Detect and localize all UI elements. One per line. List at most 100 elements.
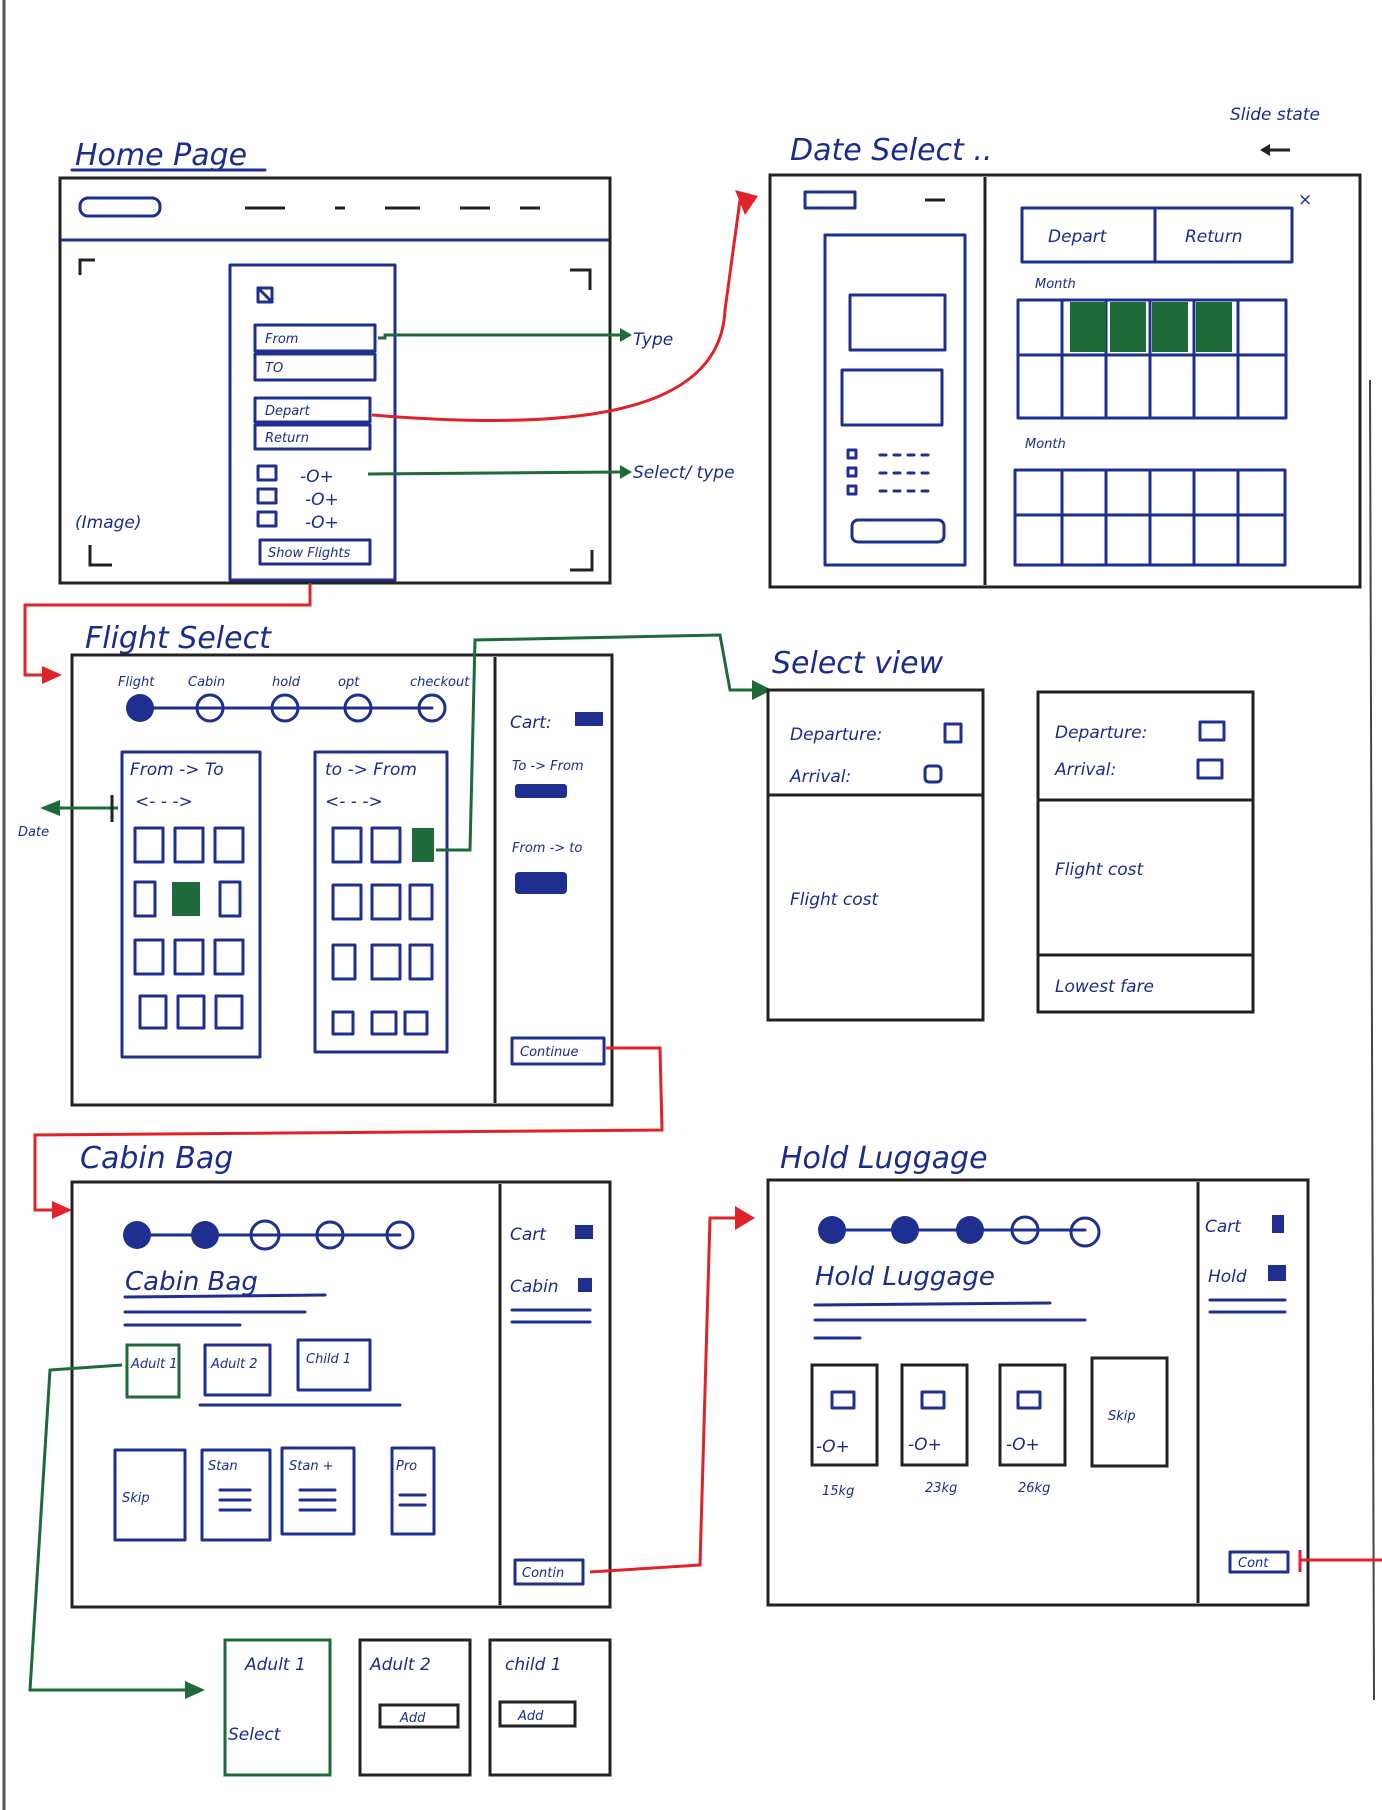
return-input-label: Return <box>265 431 309 446</box>
show-flights-button[interactable] <box>258 538 372 566</box>
child-counter[interactable]: -O+ <box>305 490 339 510</box>
tab-child-1[interactable] <box>296 1338 372 1392</box>
step-opt: opt <box>338 675 360 690</box>
hold-progress-steps <box>818 1215 1101 1248</box>
cabin-bag-options: Skip Stan Stan + Pro <box>113 1446 436 1542</box>
option-skip[interactable] <box>113 1448 187 1542</box>
step-checkout: checkout <box>410 675 470 690</box>
arrow-cabin-to-popups <box>28 1363 205 1699</box>
card2-arrival: Arrival: <box>1054 760 1116 780</box>
date-annotation: Date <box>18 795 118 840</box>
popup-child-1-add-button[interactable] <box>498 1700 577 1728</box>
logo-placeholder <box>78 196 162 218</box>
hold-23kg-counter[interactable]: -O+ <box>908 1435 942 1455</box>
to-input-label: TO <box>265 361 283 376</box>
from-input[interactable] <box>253 323 377 353</box>
close-icon[interactable]: × <box>1298 190 1312 210</box>
popup-adult-2-add-button[interactable] <box>378 1703 460 1729</box>
option-pro[interactable] <box>390 1446 436 1536</box>
depart-return-toggle[interactable] <box>1020 206 1294 264</box>
tab-adult-2[interactable] <box>203 1343 272 1397</box>
tab-adult-2-label: Adult 2 <box>210 1357 258 1372</box>
popup-select-label[interactable]: Select <box>228 1725 282 1745</box>
tab-adult-1-label: Adult 1 <box>130 1357 178 1372</box>
flight-select-label: Flight Select <box>85 621 272 656</box>
arrow-home-to-flight <box>23 583 312 684</box>
arrow-cabin-to-hold <box>589 1206 755 1574</box>
hold-15kg-label: 15kg <box>822 1484 854 1499</box>
hold-option-15kg[interactable] <box>810 1363 879 1467</box>
hold-continue-button[interactable] <box>1228 1550 1290 1574</box>
select-view-frame: Select view Departure: Arrival: Flight c… <box>766 646 1255 1022</box>
select-type-annotation-text: Select/ type <box>633 463 735 483</box>
outbound-date-scroll[interactable]: <- - -> <box>135 792 193 812</box>
step-hold: hold <box>272 675 301 690</box>
hold-cart-label: Cart <box>1205 1217 1242 1237</box>
slide-state-label: Slide state <box>1230 105 1320 125</box>
calendar-month-2[interactable] <box>1013 468 1287 567</box>
flight-card-2[interactable] <box>1036 690 1255 1014</box>
from-to-label: From -> to <box>512 841 582 856</box>
option-stan[interactable] <box>200 1448 272 1542</box>
cabin-bag-frame: Cabin Bag Cabin Bag Adult 1 Adult 2 Chil… <box>70 1141 612 1609</box>
date-select-frame: Date Select .. Slide state × Depart Retu… <box>768 105 1362 589</box>
selected-outbound-flight[interactable] <box>172 882 200 916</box>
popup-child-1-add-label: Add <box>517 1709 544 1724</box>
adult-counter[interactable]: -O+ <box>300 467 334 487</box>
to-from-label: To -> From <box>512 759 584 774</box>
suitcase-icon-1 <box>830 1390 856 1410</box>
option-skip-label: Skip <box>122 1491 150 1506</box>
return-input[interactable] <box>253 423 372 451</box>
hold-bag-options: -O+ 15kg -O+ 23kg -O+ 26kg Skip <box>810 1356 1169 1499</box>
type-annotation-text: Type <box>633 330 673 350</box>
to-input[interactable] <box>253 352 377 382</box>
hold-26kg-counter[interactable]: -O+ <box>1006 1435 1040 1455</box>
option-pro-label: Pro <box>396 1459 417 1474</box>
flight-card-1[interactable] <box>766 688 985 1022</box>
selected-return-flight[interactable] <box>412 828 434 862</box>
popup-adult-1-title: Adult 1 <box>244 1655 306 1675</box>
return-date-scroll[interactable]: <- - -> <box>325 792 383 812</box>
passenger-popups: Adult 1 Select Adult 2 Add child 1 Add <box>223 1638 612 1777</box>
infant-counter[interactable]: -O+ <box>305 513 339 533</box>
card2-departure: Departure: <box>1055 723 1147 743</box>
arrow-home-to-date <box>371 190 758 422</box>
continue-button[interactable] <box>510 1036 606 1066</box>
plane-icon <box>256 286 274 304</box>
step-flight: Flight <box>118 675 155 690</box>
tab-depart[interactable]: Depart <box>1048 227 1108 247</box>
tab-return[interactable]: Return <box>1185 227 1242 247</box>
hold-luggage-label: Hold Luggage <box>780 1141 988 1176</box>
child-icon <box>256 487 278 505</box>
date-annotation-text: Date <box>18 825 49 840</box>
cabin-cart-label: Cart <box>510 1225 547 1245</box>
tab-adult-1[interactable] <box>125 1343 181 1399</box>
option-stan-plus[interactable] <box>280 1446 356 1536</box>
arrow-flight-to-select-view <box>436 633 772 852</box>
show-flights-label: Show Flights <box>268 546 350 561</box>
hold-continue-label: Cont <box>1238 1556 1269 1571</box>
date-select-label: Date Select .. <box>790 133 992 168</box>
calendar-month-1[interactable] <box>1016 298 1288 420</box>
depart-input[interactable] <box>253 396 372 424</box>
card1-departure: Departure: <box>790 725 882 745</box>
continue-button-label: Continue <box>520 1045 578 1060</box>
image-placeholder-label: (Image) <box>75 513 142 533</box>
flight-select-frame: Flight Select Flight Cabin hold opt chec… <box>70 621 614 1107</box>
step-cabin: Cabin <box>188 675 225 690</box>
hold-option-23kg[interactable] <box>900 1363 969 1467</box>
progress-steps: Flight Cabin hold opt checkout <box>118 675 470 723</box>
home-page-frame: Home Page (Image) From TO Depart Return … <box>58 138 612 585</box>
cabin-continue-button[interactable] <box>513 1558 585 1586</box>
hold-option-26kg[interactable] <box>998 1363 1067 1467</box>
hold-15kg-counter[interactable]: -O+ <box>816 1437 850 1457</box>
outbound-flight-options[interactable] <box>133 826 245 1030</box>
hold-skip-label: Skip <box>1108 1409 1136 1424</box>
hold-option-skip[interactable] <box>1090 1356 1169 1468</box>
hold-luggage-heading: Hold Luggage <box>815 1262 995 1292</box>
return-flight-options[interactable] <box>331 826 434 1036</box>
popup-child-1-title: child 1 <box>505 1655 562 1675</box>
cart-indicator <box>575 712 603 726</box>
option-stan-plus-label: Stan + <box>289 1459 334 1474</box>
tab-child-1-label: Child 1 <box>306 1352 351 1367</box>
